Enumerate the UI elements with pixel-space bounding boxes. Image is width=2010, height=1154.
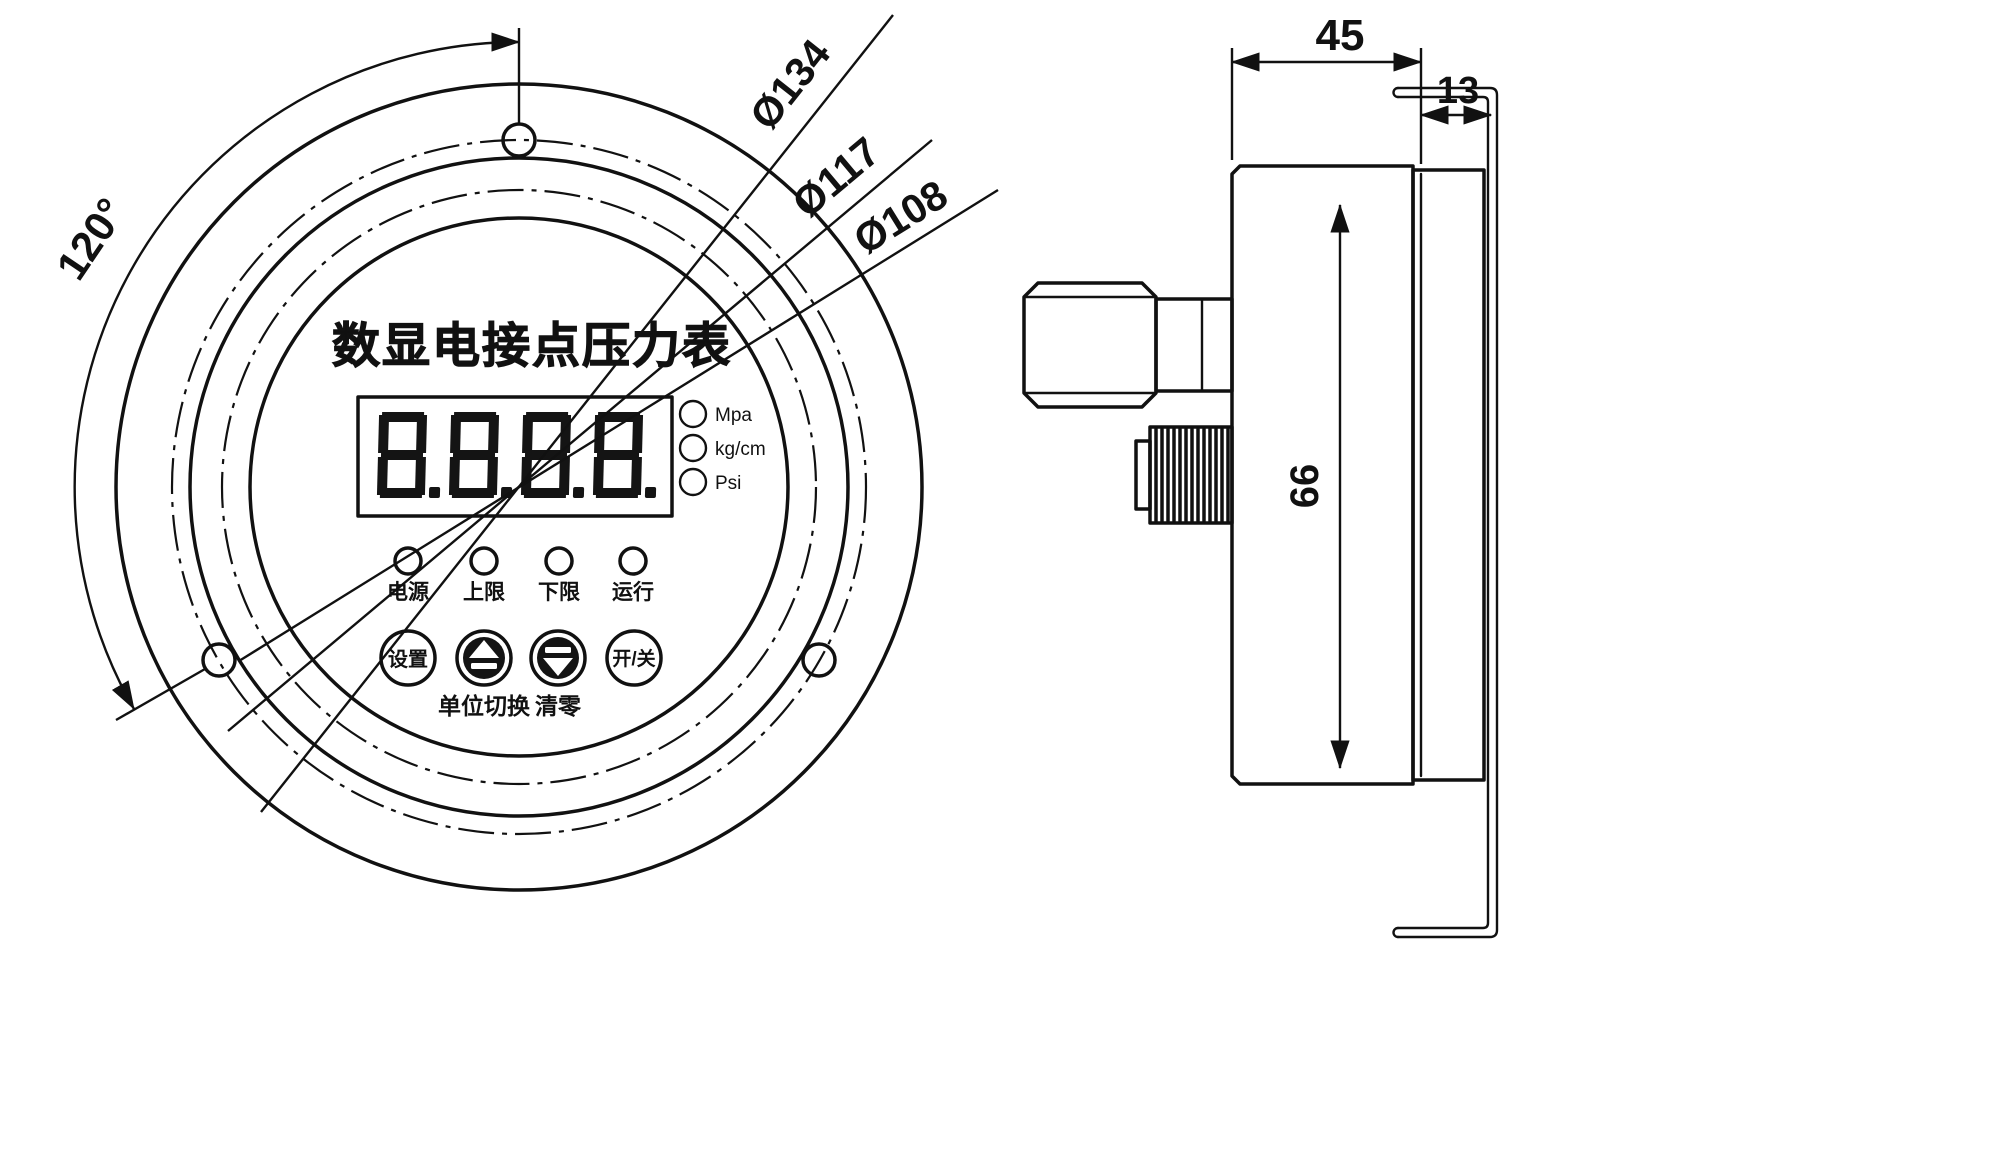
dim-label-45: 45 [1316, 11, 1365, 60]
led-run [618, 546, 648, 576]
bezel-ring [1411, 168, 1486, 782]
pressure-fitting [1022, 281, 1234, 409]
unit-label-mpa: Mpa [715, 405, 752, 426]
gauge-title: 数显电接点压力表 [332, 320, 732, 373]
front-view: 数显电接点压力表 Mpa kg/cm Psi 电源 上限 [47, 14, 999, 892]
height-dimension-66: 66 [1283, 203, 1350, 770]
led-lower-limit [544, 546, 574, 576]
fitting-neck [1154, 297, 1234, 393]
decimal-point-3 [572, 487, 585, 498]
leader-line-d117 [227, 139, 933, 732]
unit-lamp-mpa [678, 399, 708, 429]
dim-label-13: 13 [1437, 70, 1479, 112]
button-row: 设置 开/关 单位切换 清零 [379, 629, 663, 719]
extension-line-left-hole [115, 667, 206, 722]
leader-line-d108 [238, 188, 999, 663]
lcd-digit-2 [448, 412, 500, 498]
leader-line-d134 [260, 14, 894, 813]
cable-gland-cap [1134, 439, 1152, 511]
unit-indicators: Mpa kg/cm Psi [678, 399, 766, 497]
unit-lamp-psi [678, 467, 708, 497]
mounting-hole-right [801, 642, 837, 678]
power-button [605, 629, 663, 687]
clamp-outer-line [1396, 86, 1499, 939]
decimal-point-1 [428, 487, 441, 498]
clear-caption: 清零 [535, 693, 582, 719]
dim-label-angle: 120° [47, 190, 135, 288]
unit-label-psi: Psi [715, 473, 741, 494]
knurl-lines [1154, 427, 1230, 523]
dim-label-66: 66 [1283, 464, 1327, 509]
eject-down-triangle-icon [543, 647, 573, 676]
set-button-label: 设置 [388, 648, 428, 671]
clear-button [529, 629, 587, 687]
led-label-upper-limit: 上限 [463, 581, 505, 604]
decimal-point-4 [644, 487, 657, 498]
clamp-tip-bottom [1392, 926, 1400, 939]
dim-label-d134: Ø134 [741, 31, 839, 138]
led-label-run: 运行 [612, 580, 654, 604]
lcd-digit-3 [520, 412, 572, 498]
status-led-row: 电源 上限 下限 运行 [387, 546, 654, 604]
lcd-digit-1 [376, 412, 428, 498]
mounting-hole-left [201, 642, 237, 678]
cable-gland [1134, 425, 1234, 525]
unit-switch-caption: 单位切换 [438, 693, 531, 719]
clamp-inner-line [1396, 95, 1490, 930]
depth-dimension-45: 45 [1230, 11, 1423, 164]
panel-clamp-bracket [1392, 86, 1499, 939]
led-label-lower-limit: 下限 [538, 581, 580, 604]
unit-label-kgcm: kg/cm [715, 439, 766, 460]
side-view: 45 13 66 [1022, 11, 1499, 939]
lcd-digits [376, 412, 657, 498]
case-outline [1230, 164, 1415, 786]
hex-fitting-outline [1022, 281, 1158, 409]
bezel-outline [1411, 168, 1486, 782]
power-button-label: 开/关 [612, 647, 655, 670]
clamp-tip-top [1392, 86, 1400, 99]
led-upper-limit [469, 546, 499, 576]
gap-dimension-13: 13 [1419, 70, 1493, 125]
unit-lamp-kgcm [678, 433, 708, 463]
angle-dimension-arc [73, 32, 521, 711]
